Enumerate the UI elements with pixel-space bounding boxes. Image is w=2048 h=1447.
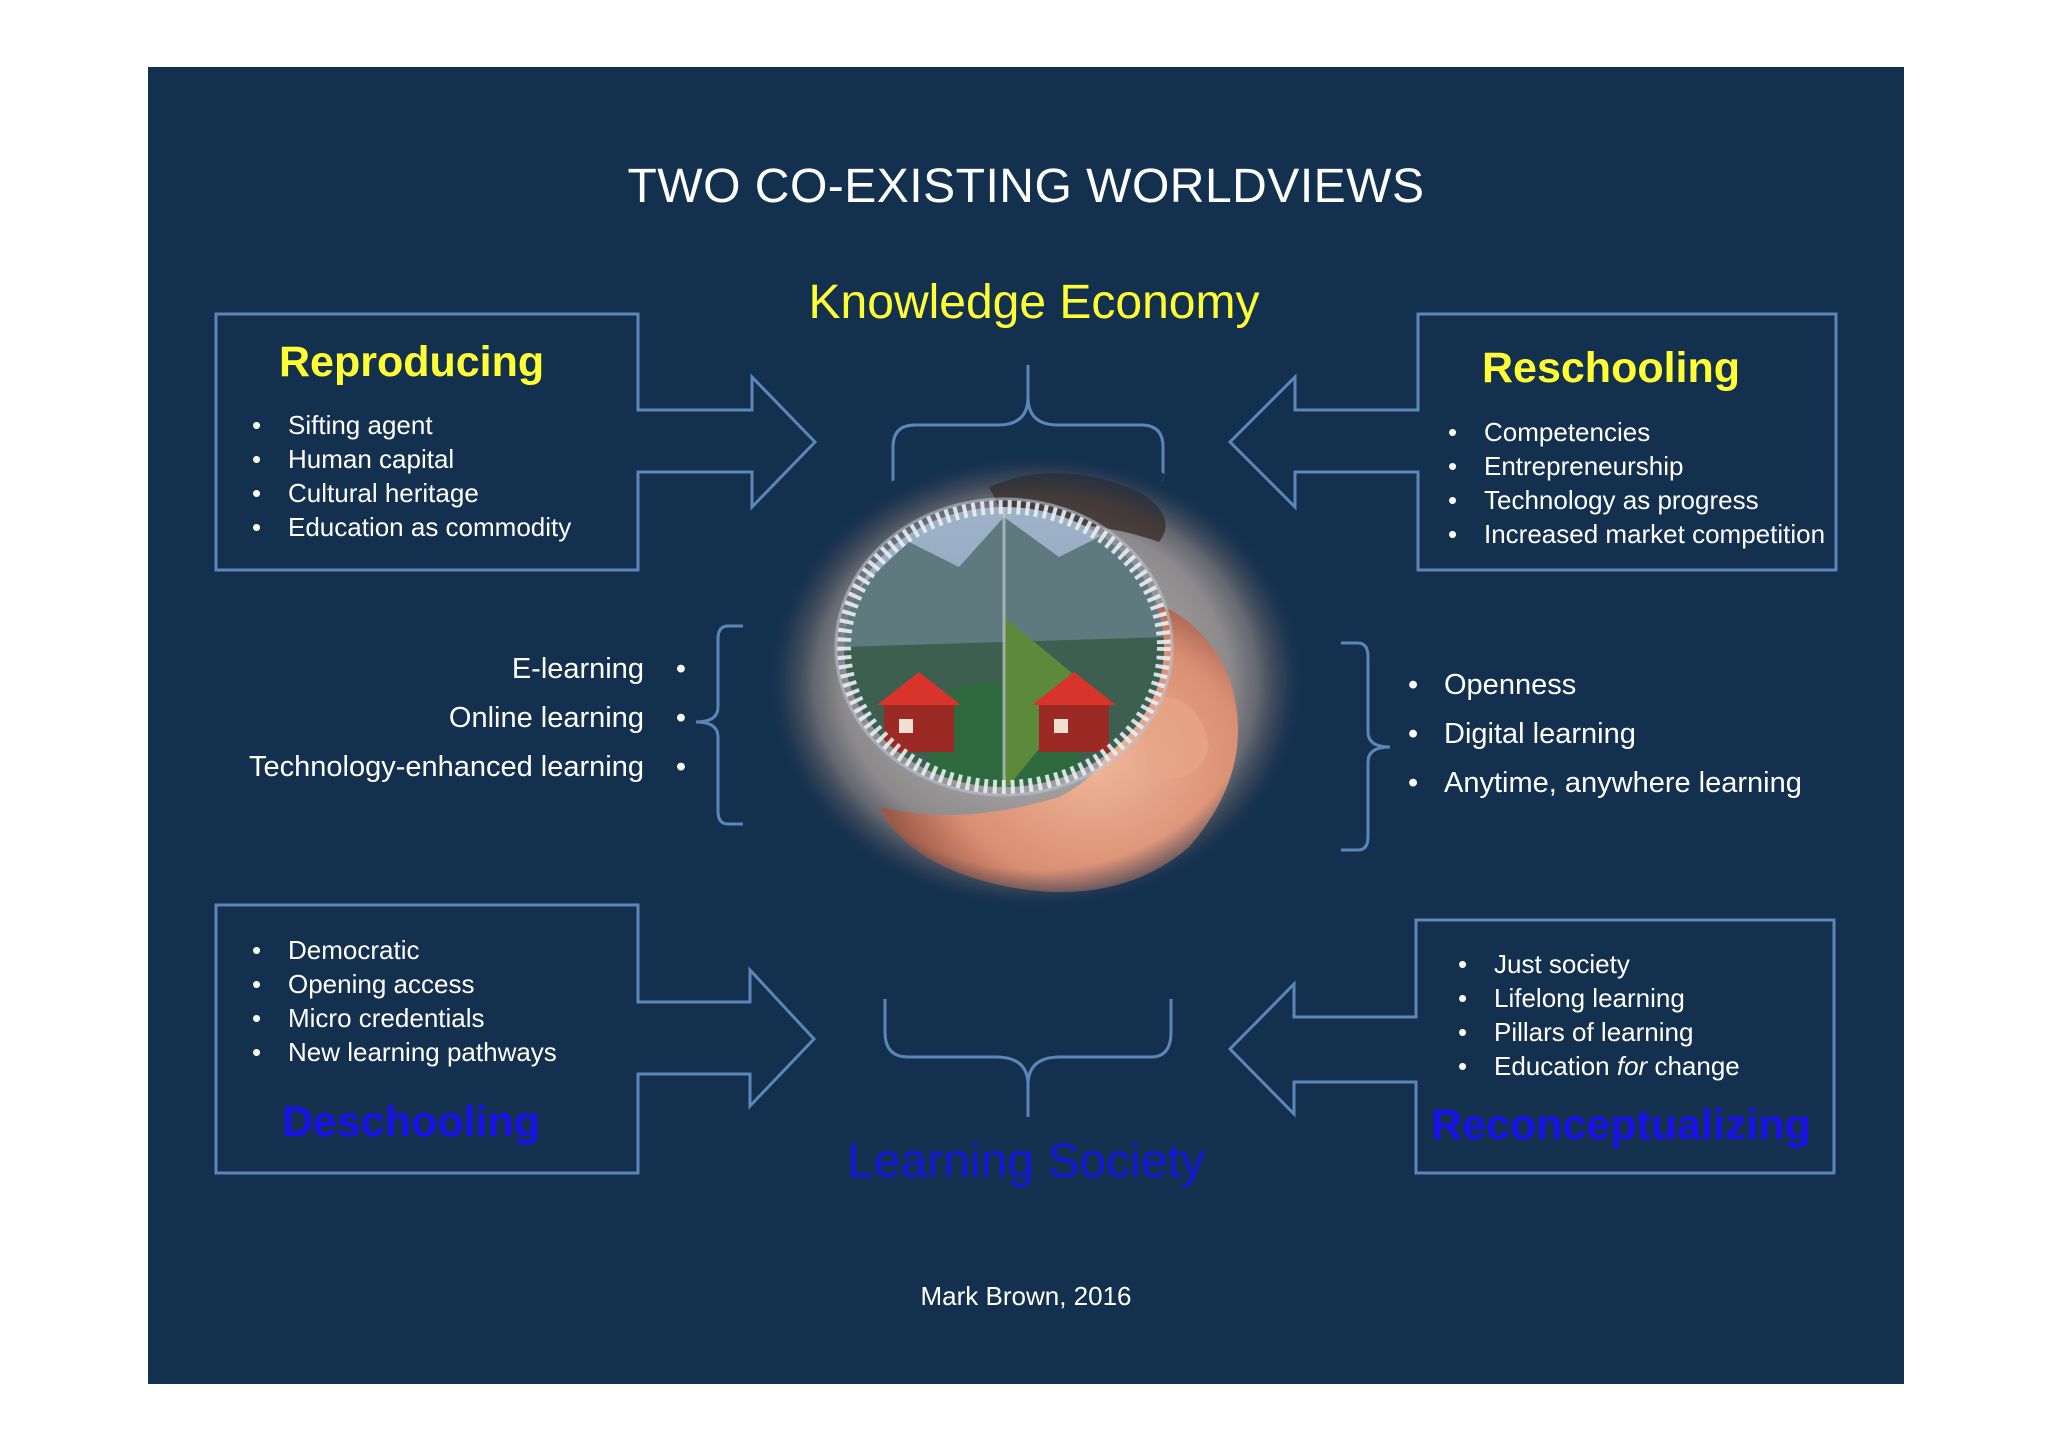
credit-text: Mark Brown, 2016	[920, 1281, 1132, 1311]
top-brace	[891, 365, 1165, 482]
diagram-outlines	[214, 312, 1838, 1175]
list-item: Opening access	[252, 967, 557, 1001]
list-item: Cultural heritage	[252, 476, 571, 510]
list-item: Openness	[1408, 661, 1802, 710]
lens-image	[759, 447, 1313, 917]
list-item: Education as commodity	[252, 510, 571, 544]
quadrant-list-reproducing: Sifting agent Human capital Cultural her…	[252, 408, 571, 544]
slide: TWO CO-EXISTING WORLDVIEWS Reproducing S…	[148, 67, 1904, 1384]
list-item: Sifting agent	[252, 408, 571, 442]
list-item: Micro credentials	[252, 1001, 557, 1035]
quadrant-list-reschooling: Competencies Entrepreneurship Technology…	[1448, 415, 1825, 551]
quadrant-title-deschooling: Deschooling	[282, 1098, 541, 1146]
list-item: Increased market competition	[1448, 517, 1825, 551]
list-item: Lifelong learning	[1458, 981, 1740, 1015]
list-item: New learning pathways	[252, 1035, 557, 1069]
bottom-brace	[883, 999, 1173, 1117]
list-item-text: Education	[1494, 1051, 1617, 1081]
slide-title: TWO CO-EXISTING WORLDVIEWS	[627, 160, 1425, 213]
list-item: Entrepreneurship	[1448, 449, 1825, 483]
list-item: Just society	[1458, 947, 1740, 981]
bottom-left-box-outline	[214, 903, 817, 1175]
list-item: Competencies	[1448, 415, 1825, 449]
list-item: Education for change	[1458, 1049, 1740, 1083]
left-brace	[695, 624, 743, 826]
list-item: Democratic	[252, 933, 557, 967]
list-item: Digital learning	[1408, 710, 1802, 759]
quadrant-title-reproducing: Reproducing	[279, 338, 545, 386]
list-item: Technology as progress	[1448, 483, 1825, 517]
top-right-box-outline	[1227, 312, 1838, 572]
learning-society-label: Learning Society	[847, 1135, 1205, 1188]
bottom-right-box-outline	[1227, 918, 1836, 1175]
middle-left-list: E-learning Online learning Technology-en…	[249, 645, 686, 792]
list-item: Online learning	[249, 694, 686, 743]
quadrant-list-deschooling: Democratic Opening access Micro credenti…	[252, 933, 557, 1069]
top-left-box-outline	[214, 312, 818, 572]
middle-right-list: Openness Digital learning Anytime, anywh…	[1408, 661, 1802, 808]
list-item-text: change	[1647, 1051, 1740, 1081]
list-item: Technology-enhanced learning	[249, 743, 686, 792]
list-item: Anytime, anywhere learning	[1408, 759, 1802, 808]
vignette-edge	[759, 447, 1313, 917]
quadrant-list-reconceptualizing: Just society Lifelong learning Pillars o…	[1458, 947, 1740, 1083]
list-item: Human capital	[252, 442, 571, 476]
list-item-emphasis: for	[1616, 1051, 1648, 1081]
quadrant-title-reconceptualizing: Reconceptualizing	[1431, 1101, 1811, 1149]
quadrant-title-reschooling: Reschooling	[1482, 344, 1741, 392]
knowledge-economy-label: Knowledge Economy	[808, 276, 1260, 329]
right-brace	[1341, 641, 1391, 852]
list-item: Pillars of learning	[1458, 1015, 1740, 1049]
list-item: E-learning	[249, 645, 686, 694]
